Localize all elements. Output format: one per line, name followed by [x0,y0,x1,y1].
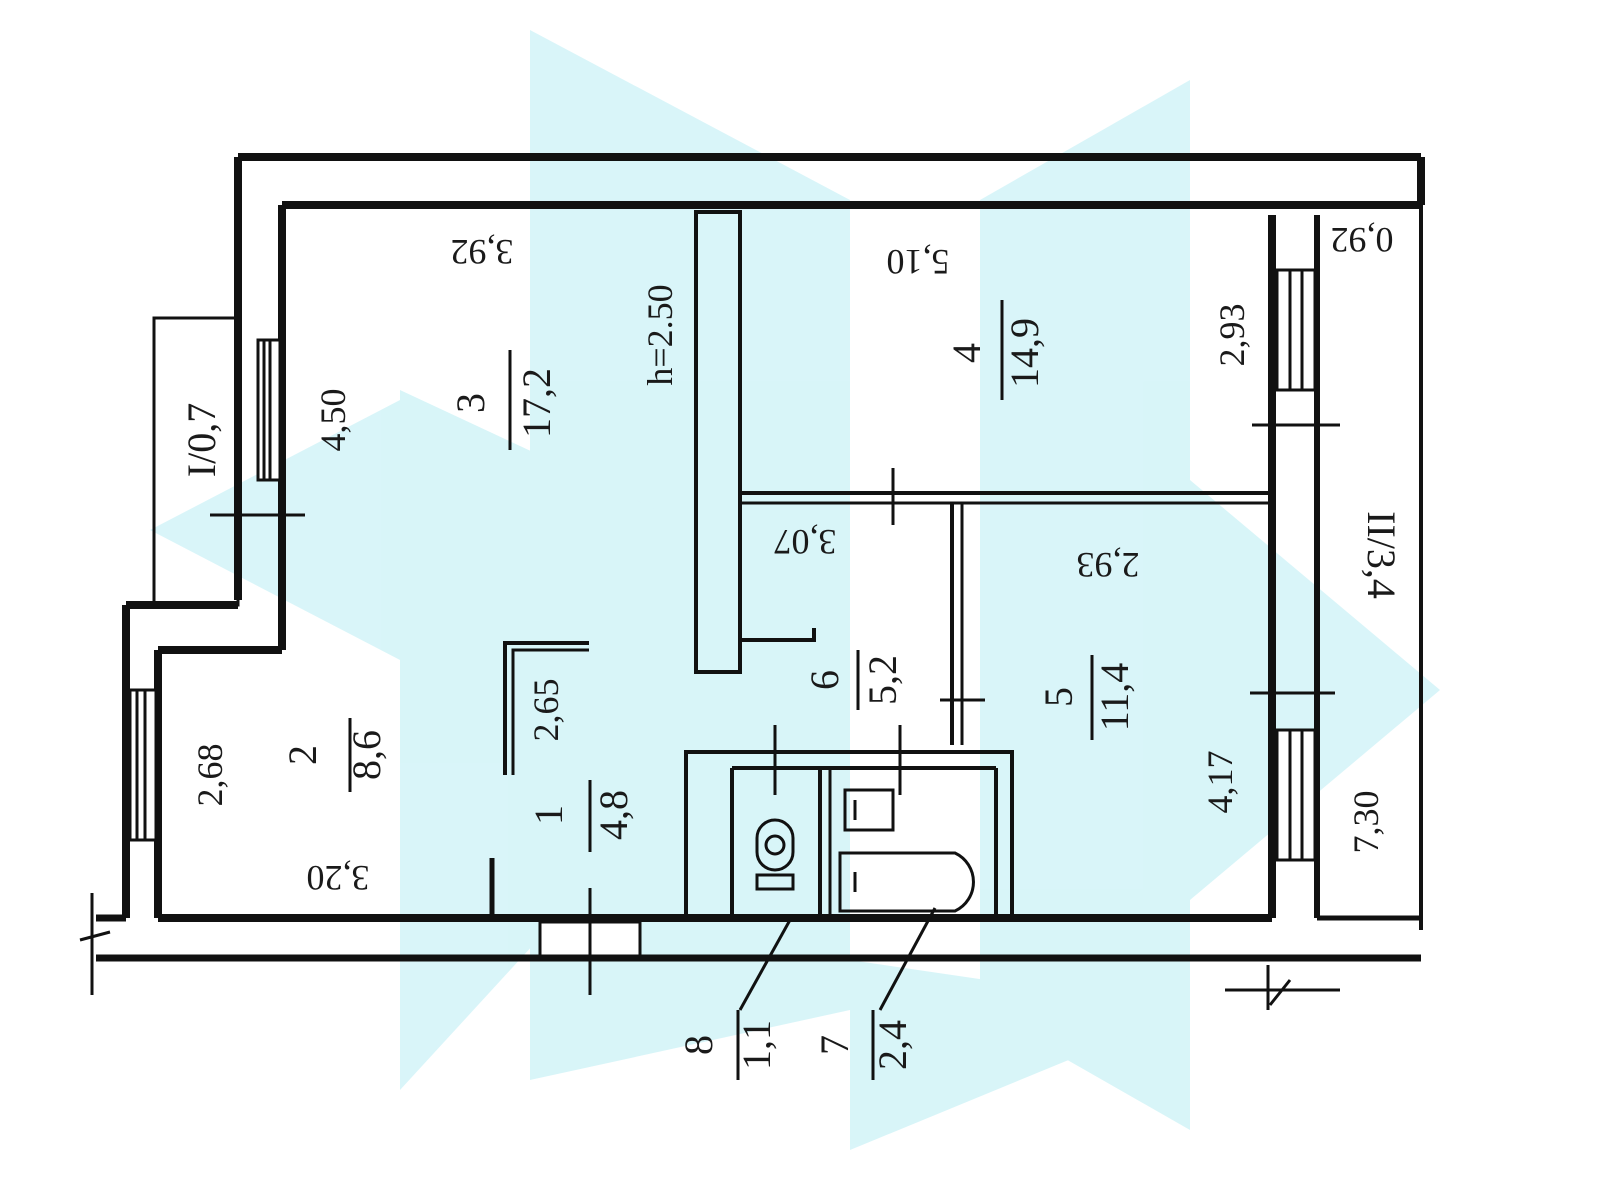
dim-room2-width: 3,20 [307,858,370,898]
room-8-area: 1,1 [734,1020,779,1070]
room-1-number: 1 [526,805,571,825]
room-8-number: 8 [676,1035,721,1055]
room-2-number: 2 [280,745,325,765]
dim-room2-height: 2,68 [190,744,230,807]
dim-room4-width: 5,10 [887,242,950,282]
bathtub-icon [838,851,975,913]
balcony-2-label: II/3,4 [1359,511,1404,599]
room-1-area: 4,8 [591,790,636,840]
dim-room4-height: 2,93 [1212,304,1252,367]
dim-room5-height: 4,17 [1200,751,1240,814]
toilet-icon [755,818,795,891]
dim-hall-length: 2,65 [526,679,566,742]
dim-room3-width: 3,92 [451,232,514,272]
dim-balcony2-width: 0,92 [1331,220,1394,260]
windows [128,268,1317,958]
dim-ceiling-height: h=2.50 [640,284,680,385]
walls [96,153,1425,962]
room-5-area: 11,4 [1092,663,1137,732]
room-7-area: 2,4 [870,1020,915,1070]
room-5-number: 5 [1036,687,1081,707]
room-3-area: 17,2 [514,368,559,438]
sink-icon [843,788,895,832]
dim-room3-height: 4,50 [313,389,353,452]
leader-lines [738,907,937,1011]
dimension-ticks [79,423,1340,1010]
room-4-number: 4 [944,343,989,363]
fraction-bars [348,300,1094,1080]
room-7-number: 7 [812,1035,857,1055]
dim-hall-width: 3,07 [774,522,837,562]
room-4-area: 14,9 [1002,318,1047,388]
room-3-number: 3 [448,393,493,413]
room-2-area: 8,6 [344,730,389,780]
watermark-logo [150,30,1440,1150]
balcony-1-label: I/0,7 [179,403,224,477]
room-6-number: 6 [802,670,847,690]
room-6-area: 5,2 [860,655,905,705]
dim-room5-width: 2,93 [1077,545,1140,585]
dim-balcony2-length: 7,30 [1346,791,1386,854]
